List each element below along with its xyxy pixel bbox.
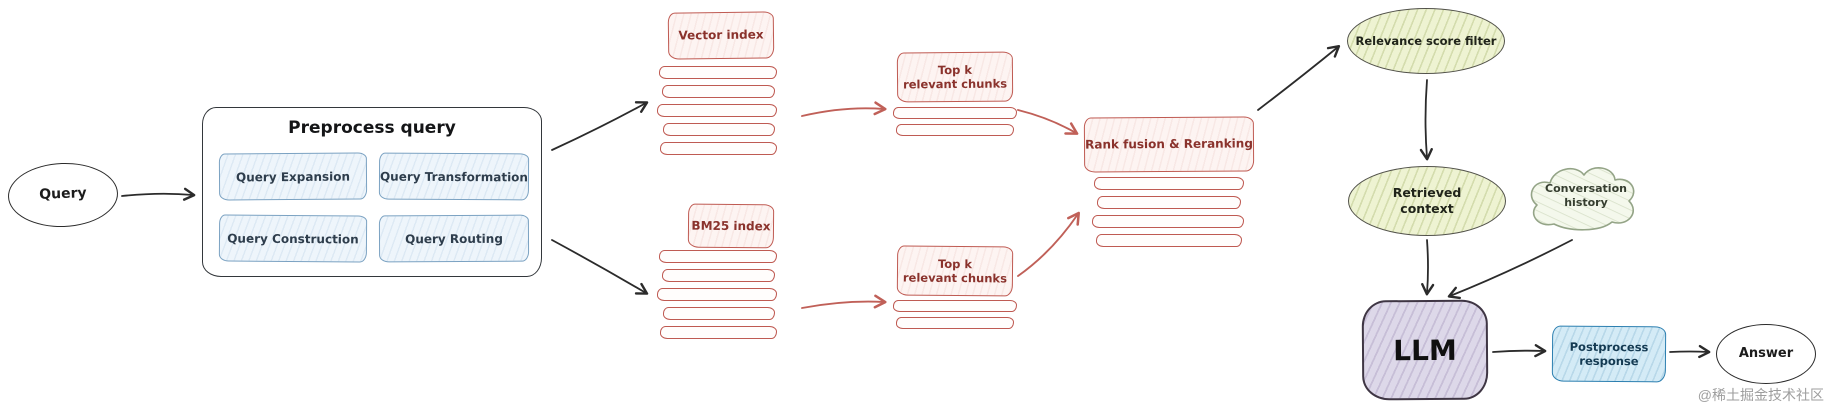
topk-bottom-bar <box>893 300 1017 312</box>
query-expansion-label: Query Expansion <box>235 169 351 184</box>
bm25-stack-bar <box>660 326 777 339</box>
vector-index-label: Vector index <box>678 27 764 43</box>
arrow-topk-top-to-rankfusion <box>1017 109 1079 135</box>
rank-fusion-node: Rank fusion & Reranking <box>1083 116 1255 173</box>
topk-top-bar <box>896 124 1014 136</box>
arrow-postprocess-to-answer <box>1669 344 1711 359</box>
topk-chunks-top-node: Top k relevant chunks <box>896 51 1014 103</box>
arrow-relevance-to-retrieved <box>1419 79 1433 161</box>
vector-stack-bar <box>659 66 777 79</box>
arrow-conversation-to-llm <box>1447 239 1573 300</box>
conversation-history-cloud <box>1530 167 1635 231</box>
query-construction-label: Query Construction <box>227 231 359 246</box>
query-label: Query <box>39 185 87 204</box>
rankfusion-stack-bar <box>1094 177 1244 190</box>
retrieved-context-label: Retrieved context <box>1392 185 1462 216</box>
bm25-stack-bar <box>659 250 777 263</box>
relevance-score-filter-label: Relevance score filter <box>1355 33 1497 48</box>
arrow-topk-bottom-to-rankfusion <box>1017 211 1080 277</box>
answer-node: Answer <box>1716 324 1816 384</box>
cloud-shape <box>1530 167 1635 231</box>
preprocess-query-group: Preprocess query Query Expansion Query T… <box>202 107 542 277</box>
query-routing-node: Query Routing <box>378 214 530 263</box>
arrow-query-to-preprocess <box>121 187 196 201</box>
topk-top-bar <box>893 107 1017 119</box>
bm25-stack-bar <box>657 288 777 301</box>
topk-chunks-bottom-node: Top k relevant chunks <box>896 245 1014 297</box>
postprocess-response-node: Postprocess response <box>1551 325 1667 383</box>
topk-bottom-bar <box>896 317 1014 329</box>
arrow-llm-to-postprocess <box>1492 344 1547 358</box>
preprocess-query-title: Preprocess query <box>288 118 456 138</box>
bm25-stack-bar <box>662 269 775 282</box>
vector-stack-bar <box>660 142 777 155</box>
topk-chunks-bottom-label: Top k relevant chunks <box>902 256 1008 286</box>
bm25-index-node: BM25 index <box>687 203 775 249</box>
arrow-preprocess-to-vector-index <box>551 101 649 151</box>
relevance-score-filter-node: Relevance score filter <box>1347 8 1505 74</box>
query-transformation-node: Query Transformation <box>378 152 530 201</box>
vector-index-node: Vector index <box>667 11 775 60</box>
conversation-history-label: Conversation history <box>1545 182 1627 210</box>
vector-stack-bar <box>662 85 775 98</box>
vector-stack-bar <box>663 123 775 136</box>
answer-label: Answer <box>1738 345 1794 361</box>
arrow-bm25-to-topk <box>801 294 887 309</box>
arrow-vector-to-topk <box>801 101 887 117</box>
rankfusion-stack-bar <box>1096 234 1242 247</box>
retrieved-context-node: Retrieved context <box>1348 166 1506 236</box>
topk-chunks-top-label: Top k relevant chunks <box>902 62 1008 92</box>
arrow-preprocess-to-bm25-index <box>551 239 649 295</box>
query-node: Query <box>6 161 120 229</box>
rank-fusion-label: Rank fusion & Reranking <box>1085 136 1253 152</box>
arrow-rankfusion-to-relevance <box>1257 45 1341 111</box>
rankfusion-stack-bar <box>1092 215 1244 228</box>
query-expansion-node: Query Expansion <box>218 152 368 201</box>
arrow-retrieved-to-llm <box>1421 239 1435 296</box>
bm25-index-label: BM25 index <box>691 218 771 233</box>
rankfusion-stack-bar <box>1097 196 1241 209</box>
query-transformation-label: Query Transformation <box>379 169 529 184</box>
bm25-stack-bar <box>663 307 775 320</box>
query-routing-label: Query Routing <box>405 231 503 246</box>
watermark-text: @稀土掘金技术社区 <box>1697 387 1824 403</box>
llm-label: LLM <box>1393 333 1457 367</box>
query-construction-node: Query Construction <box>218 214 368 263</box>
llm-node: LLM <box>1361 299 1489 401</box>
postprocess-response-label: Postprocess response <box>1569 339 1649 369</box>
vector-stack-bar <box>657 104 777 117</box>
